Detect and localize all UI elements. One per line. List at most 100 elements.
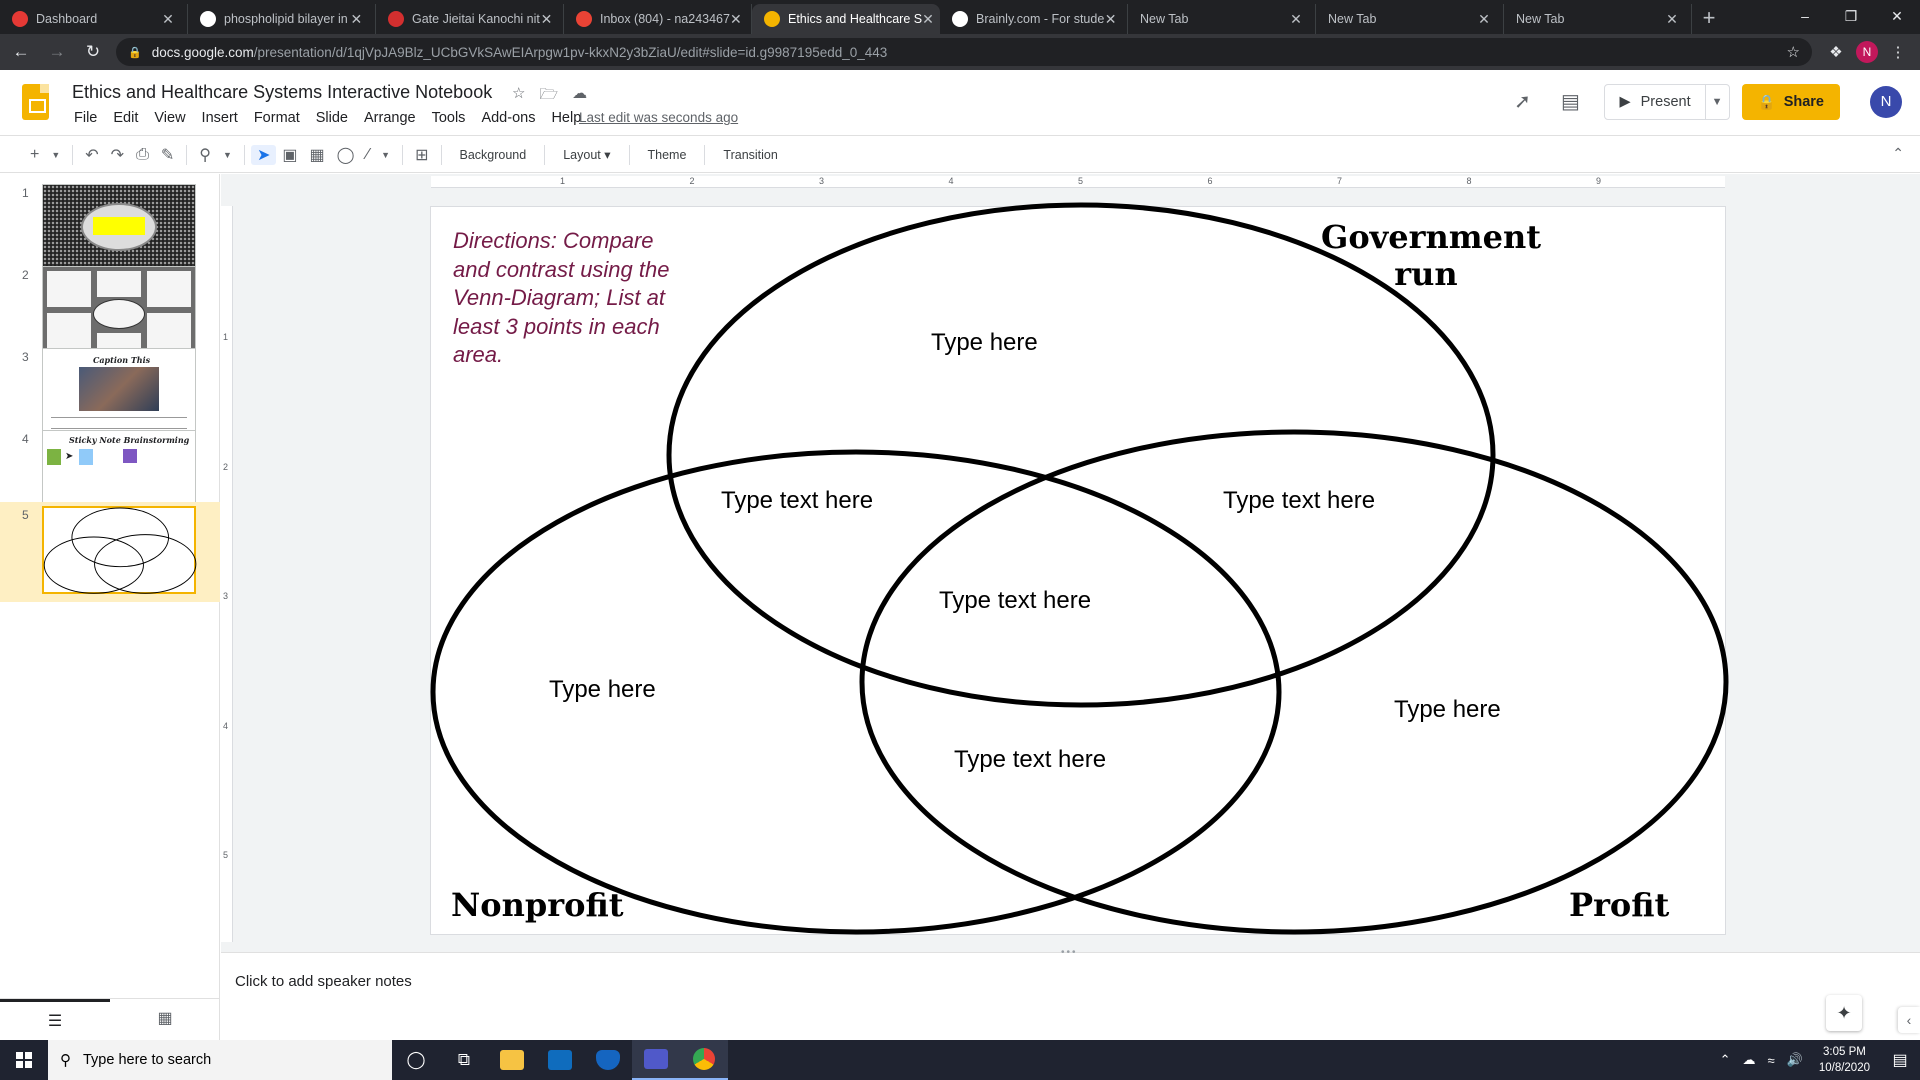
tab-close-icon[interactable]: ✕ (162, 10, 174, 27)
tray-overflow-icon[interactable]: ⌃ (1719, 1052, 1731, 1067)
shape-icon[interactable]: ◯ (336, 146, 355, 164)
side-panel-toggle-icon[interactable]: ‹ (1898, 1007, 1920, 1033)
explore-icon[interactable]: ✦ (1826, 995, 1862, 1031)
zoom-icon[interactable]: ⚲ (199, 146, 212, 164)
text-box-icon[interactable]: ▣ (282, 146, 298, 164)
start-button[interactable] (0, 1040, 48, 1080)
browser-tab[interactable]: Brainly.com - For stude✕ (940, 4, 1128, 34)
line-dropdown-icon[interactable]: ▼ (381, 149, 391, 160)
venn-circle-right[interactable] (859, 429, 1729, 935)
slide-thumbnail-row-3[interactable]: 3 Caption This (0, 344, 220, 440)
menu-insert[interactable]: Insert (201, 110, 238, 126)
extensions-puzzle-icon[interactable]: ❖ (1829, 44, 1843, 61)
overlap-top-right-text[interactable]: Type text here (1223, 487, 1376, 514)
tab-close-icon[interactable]: ✕ (1104, 10, 1117, 27)
comments-icon[interactable]: ▤ (1561, 91, 1580, 113)
clock[interactable]: 3:05 PM 10/8/2020 (1809, 1044, 1880, 1076)
speaker-notes-field[interactable]: Click to add speaker notes (235, 973, 412, 990)
tab-close-icon[interactable]: ✕ (922, 10, 934, 27)
browser-tab[interactable]: Inbox (804) - na243467✕ (564, 4, 752, 34)
browser-tab[interactable]: phospholipid bilayer in✕ (188, 4, 376, 34)
undo-icon[interactable]: ↶ (85, 146, 99, 164)
label-profit[interactable]: Profit (1569, 886, 1670, 924)
tab-close-icon[interactable]: ✕ (729, 10, 742, 27)
security-shield-icon[interactable] (584, 1040, 632, 1080)
volume-icon[interactable]: 🔊 (1786, 1052, 1803, 1067)
theme-button[interactable]: Theme (647, 147, 687, 162)
chrome-menu-icon[interactable]: ⋮ (1890, 44, 1906, 61)
label-nonprofit[interactable]: Nonprofit (451, 886, 624, 924)
notes-resize-handle[interactable]: ••• (1061, 947, 1078, 958)
wifi-icon[interactable]: ≈ (1767, 1052, 1775, 1068)
slide-thumbnail-1[interactable] (42, 184, 196, 272)
slide-thumbnail-row-1[interactable]: 1 (0, 180, 220, 276)
overlap-bottom-text[interactable]: Type text here (954, 746, 1107, 773)
mail-icon[interactable] (536, 1040, 584, 1080)
slide-thumbnail-3[interactable]: Caption This (42, 348, 196, 436)
tab-close-icon[interactable]: ✕ (540, 10, 553, 27)
zoom-dropdown-icon[interactable]: ▼ (223, 149, 232, 160)
overlap-top-left-text[interactable]: Type text here (721, 487, 874, 514)
insert-comment-icon[interactable]: ⊞ (415, 146, 429, 164)
layout-button[interactable]: Layout ▾ (563, 148, 611, 162)
region-right-text[interactable]: Type here (1394, 696, 1501, 723)
minimize-icon[interactable]: – (1801, 8, 1809, 24)
menu-view[interactable]: View (154, 110, 186, 126)
reload-icon[interactable]: ↻ (85, 42, 101, 61)
browser-tab[interactable]: Gate Jieitai Kanochi nit✕ (376, 4, 564, 34)
filmstrip-view-icon[interactable]: ☰ (0, 999, 110, 1040)
teams-icon[interactable] (632, 1040, 680, 1080)
onedrive-icon[interactable]: ☁ (1742, 1052, 1756, 1067)
background-button[interactable]: Background (459, 147, 527, 162)
tab-close-icon[interactable]: ✕ (350, 10, 363, 27)
browser-tab[interactable]: New Tab✕ (1504, 4, 1692, 34)
menu-arrange[interactable]: Arrange (363, 110, 416, 126)
browser-tab[interactable]: New Tab✕ (1316, 4, 1504, 34)
chrome-icon[interactable] (680, 1040, 728, 1080)
notification-center-icon[interactable]: ▤ (1892, 1052, 1908, 1069)
cloud-status-icon[interactable]: ☁ (572, 85, 588, 102)
region-top-text[interactable]: Type here (931, 329, 1038, 356)
file-explorer-icon[interactable] (488, 1040, 536, 1080)
menu-file[interactable]: File (74, 110, 98, 126)
forward-icon[interactable]: → (48, 42, 66, 61)
url-field[interactable]: 🔒 docs.google.com/presentation/d/1qjVpJA… (116, 38, 1812, 66)
present-button[interactable]: ▶ Present (1605, 94, 1704, 110)
menu-slide[interactable]: Slide (315, 110, 348, 126)
menu-format[interactable]: Format (253, 110, 300, 126)
new-slide-icon[interactable]: + (30, 145, 40, 163)
slide-thumbnail-row-2[interactable]: 2 (0, 262, 220, 358)
present-dropdown-icon[interactable]: ▼ (1704, 84, 1729, 120)
account-avatar[interactable]: N (1870, 86, 1902, 118)
grid-view-icon[interactable]: ▦ (157, 1010, 173, 1027)
directions-text[interactable]: Directions: Compare and contrast using t… (453, 228, 670, 367)
restore-icon[interactable]: ❐ (1844, 8, 1858, 24)
back-icon[interactable]: ← (12, 42, 30, 61)
image-icon[interactable]: ▦ (309, 146, 325, 164)
menu-edit[interactable]: Edit (113, 110, 139, 126)
region-left-text[interactable]: Type here (549, 676, 656, 703)
collapse-menus-icon[interactable]: ⌃ (1892, 145, 1904, 161)
activity-trend-icon[interactable]: ➚ (1514, 91, 1531, 113)
browser-tab[interactable]: Ethics and Healthcare S✕ (752, 4, 940, 34)
bookmark-star-icon[interactable]: ☆ (1786, 44, 1800, 61)
taskbar-search[interactable]: ⚲ Type here to search (48, 1040, 392, 1080)
slide-editor[interactable]: Directions: Compare and contrast using t… (430, 202, 1729, 935)
paint-format-icon[interactable]: ✎ (160, 146, 175, 164)
profile-avatar[interactable]: N (1856, 41, 1878, 63)
overlap-center-text[interactable]: Type text here (939, 587, 1092, 614)
task-view-icon[interactable]: ⧉ (457, 1050, 471, 1069)
new-tab-button[interactable]: + (1702, 5, 1716, 30)
slide-thumbnail-2[interactable] (42, 266, 196, 354)
line-icon[interactable]: ∕ (366, 145, 370, 163)
close-window-icon[interactable]: ✕ (1891, 8, 1903, 24)
cortana-icon[interactable]: ◯ (406, 1050, 426, 1069)
new-slide-dropdown-icon[interactable]: ▼ (51, 149, 61, 160)
redo-icon[interactable]: ↷ (110, 146, 125, 164)
tab-close-icon[interactable]: ✕ (1478, 10, 1490, 27)
tab-close-icon[interactable]: ✕ (1290, 10, 1302, 27)
move-folder-icon[interactable]: 🗁 (539, 86, 559, 103)
select-tool-icon[interactable]: ➤ (250, 144, 277, 165)
